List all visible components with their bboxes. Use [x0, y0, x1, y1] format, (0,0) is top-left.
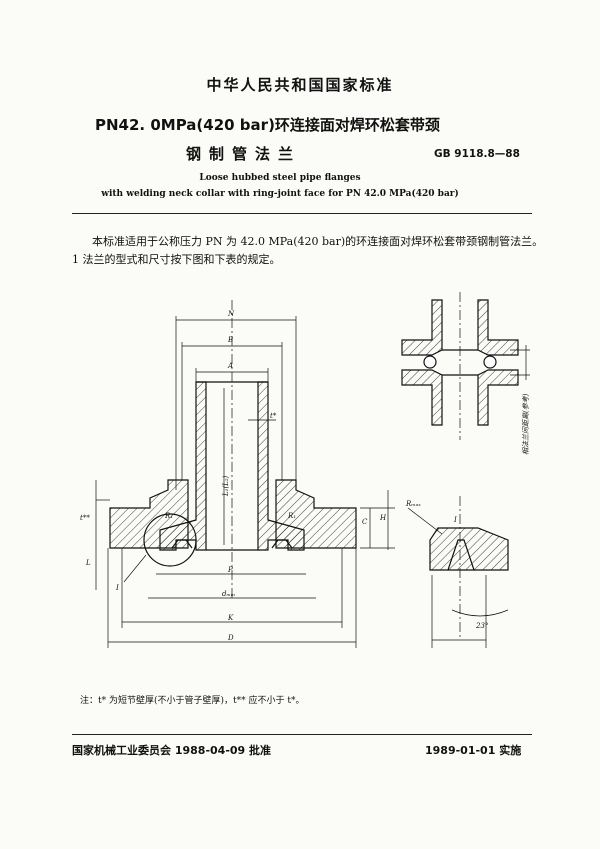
detail-Rmax: Rₘₐₓ — [405, 500, 421, 508]
detail-angle: 23° — [475, 622, 488, 630]
dim-t-star: t* — [270, 412, 277, 420]
dim-dmin: dₘᵢₙ — [222, 590, 235, 598]
dim-L1: L₁(L₂) — [222, 475, 230, 497]
footer-rule — [72, 734, 532, 735]
detail-view: Rₘₐₓ Ⅰ 23° — [405, 496, 509, 648]
implementation-date: 1989-01-01 实施 — [425, 744, 522, 757]
header-rule — [72, 213, 532, 214]
dim-A: A — [227, 362, 233, 370]
footnote: 注：t* 为短节壁厚(不小于管子壁厚)，t** 应不小于 t*。 — [80, 696, 305, 706]
dim-H: H — [379, 514, 387, 522]
dim-C: C — [362, 518, 368, 526]
title-line-2: 钢制管法兰 — [186, 145, 302, 163]
standard-code: GB 9118.8—88 — [434, 148, 520, 160]
assembly-view: 相法兰间距离(参考) — [401, 292, 530, 455]
dim-B: B — [227, 336, 233, 344]
scope-paragraph: 本标准适用于公称压力 PN 为 42.0 MPa(420 bar)的环连接面对焊… — [92, 235, 544, 248]
dim-L: L — [85, 559, 91, 567]
english-title-line-1: Loose hubbed steel pipe flanges — [199, 173, 361, 183]
dim-K: K — [227, 614, 234, 622]
detail-marker: Ⅰ — [115, 584, 119, 592]
dim-R1-right: R₁ — [287, 512, 296, 520]
clause-1: 1 法兰的型式和尺寸按下图和下表的规定。 — [72, 253, 281, 266]
dim-N: N — [227, 310, 235, 318]
dim-D: D — [227, 634, 234, 642]
english-title-line-2: with welding neck collar with ring-joint… — [101, 189, 459, 199]
title-line-1: PN42. 0MPa(420 bar)环连接面对焊环松套带颈 — [95, 116, 440, 134]
dim-R1: R₁ — [164, 512, 173, 520]
side-distance-label: 相法兰间距离(参考) — [522, 393, 530, 455]
approval-date: 国家机械工业委员会 1988-04-09 批准 — [72, 744, 272, 757]
detail-title: Ⅰ — [453, 516, 457, 524]
main-section-view: N B A t* L₁(L₂) R₁ R₁ t** C H L P dₘᵢₙ K… — [80, 300, 395, 648]
dim-t-double-star: t** — [80, 514, 90, 522]
dim-P: P — [227, 566, 233, 574]
standard-header: 中华人民共和国国家标准 — [206, 76, 394, 94]
